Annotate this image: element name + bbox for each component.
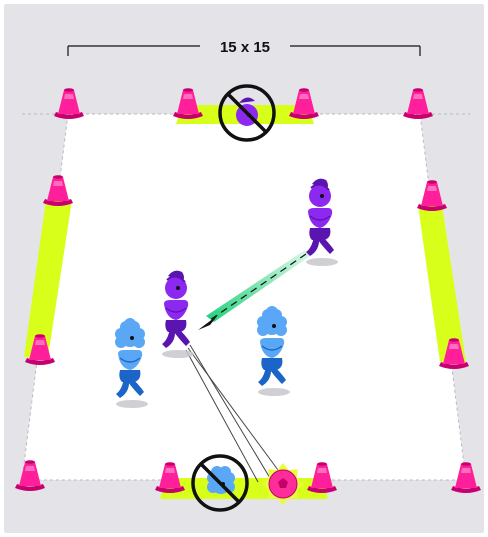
ball-pentagon [278,478,288,488]
cones-layer [15,88,481,493]
no-entry-icon [218,84,276,142]
cone-icon [289,88,319,119]
cone-icon [451,462,481,493]
pass-arrow [206,250,310,322]
cone-icon [173,88,203,119]
dimension-marker: 15 x 15 [67,39,421,56]
gate-right [418,205,466,362]
no-entry-icon [191,454,249,512]
player-head [115,318,145,348]
pass-arrow-dash [209,253,307,321]
players-layer [115,97,338,494]
dimension-label: 15 x 15 [220,39,270,56]
cone-icon [307,462,337,493]
cone-icon [15,460,45,491]
cone-icon [54,88,84,119]
cone-icon [155,462,185,493]
cone-icon [439,338,469,369]
player-figure [162,270,194,358]
player-figure [115,318,148,408]
player-head [165,270,187,299]
cone-icon [403,88,433,119]
player-figure [257,306,290,396]
gate-left [24,200,72,357]
pass-arrow-head [198,315,218,330]
cone-icon [25,334,55,365]
player-figure [306,178,338,266]
shot-lines [185,344,279,483]
player-head [309,178,331,207]
ball-icon [262,463,304,505]
cone-icon [417,180,447,211]
cone-icon [43,175,73,206]
player-head [257,306,287,336]
